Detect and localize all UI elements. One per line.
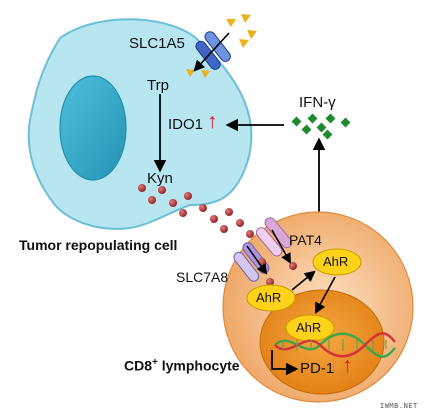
watermark: IWMB.NET [380,402,418,410]
slc1a5-label: SLC1A5 [129,35,185,52]
trp-uptake-arrow [193,32,230,72]
slc7a8-uptake-arrow [246,245,268,275]
dna-helix-icon [274,332,396,358]
cd8-text: CD8 [124,357,153,374]
ahr-cytoplasm-right-label: AhR [323,254,349,269]
tumor-nucleus [59,75,127,181]
ifn-gamma-label: IFN-γ [299,94,336,111]
ido1-up-arrow-icon: ↑ [207,110,218,133]
cd8-lymphocyte-label: CD8+ lymphocyte [124,358,240,373]
ahr-cytoplasm-right [312,248,362,276]
cd8-superscript: + [152,357,158,368]
pd1-up-arrow-icon: ↑ [342,354,353,377]
ahr-translocation-arrow [314,276,336,314]
ahr-cytoplasm-left [246,284,296,312]
pat4-uptake-arrow [271,229,292,264]
ahr-cytoplasm-left-label: AhR [256,290,282,305]
lymphocyte-text: lymphocyte [157,357,240,374]
slc7a8-label: SLC7A8 [176,269,229,285]
pd1-label: PD-1 [300,360,335,377]
ido1-label: IDO1 [168,116,204,133]
ifn-gamma-molecules-icon [291,113,351,140]
pat4-label: PAT4 [289,232,322,248]
pat4-transporter-icon [255,217,293,257]
trp-molecules-icon [186,14,257,78]
kyn-label: Kyn [147,170,173,187]
pd1-transcription-arrow [271,350,299,376]
trp-label: Trp [147,77,169,94]
ahr-activation-arrow [291,270,316,291]
ahr-nuclear-label: AhR [296,320,322,335]
tumor-cell-label: Tumor repopulating cell [19,237,178,253]
